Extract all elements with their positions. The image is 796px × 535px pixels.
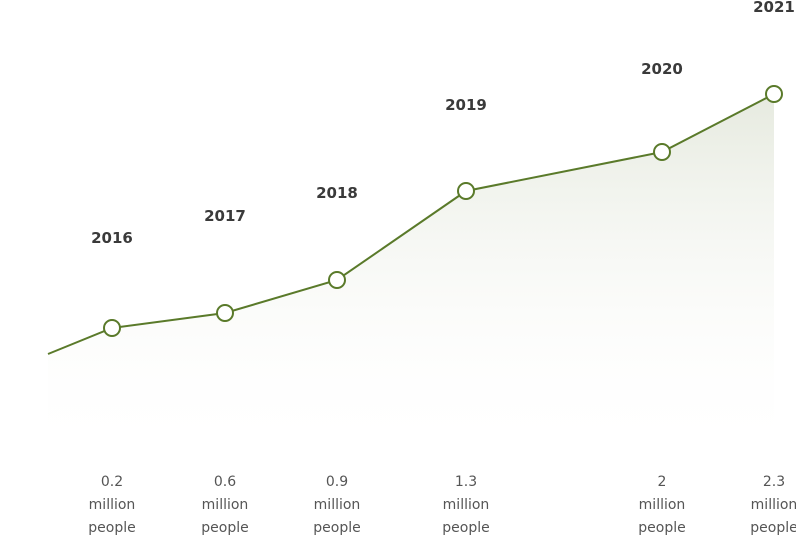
value-label-2018-line2: people <box>313 520 360 535</box>
value-label-2019-line1: million <box>443 497 490 513</box>
value-label-2019-line0: 1.3 <box>455 474 477 490</box>
value-label-2020-line0: 2 <box>658 474 667 490</box>
year-label-2018: 2018 <box>316 184 358 202</box>
year-label-2016: 2016 <box>91 229 133 247</box>
value-label-2017-line2: people <box>201 520 248 535</box>
year-label-2020: 2020 <box>641 60 683 78</box>
value-label-2016-line1: million <box>89 497 136 513</box>
value-label-2020-line1: million <box>639 497 686 513</box>
value-label-2016-line0: 0.2 <box>101 474 123 490</box>
value-label-2020-line2: people <box>638 520 685 535</box>
data-point-2021 <box>765 85 783 103</box>
data-point-2016 <box>103 319 121 337</box>
year-label-2017: 2017 <box>204 207 246 225</box>
value-label-2021-line1: million <box>751 497 796 513</box>
area-fill <box>48 94 774 460</box>
data-point-2017 <box>216 304 234 322</box>
year-label-2021: 2021 <box>753 0 795 16</box>
value-label-2021-line2: people <box>750 520 796 535</box>
value-label-2017-line0: 0.6 <box>214 474 236 490</box>
value-label-2018-line1: million <box>314 497 361 513</box>
value-label-2017-line1: million <box>202 497 249 513</box>
data-point-2020 <box>653 143 671 161</box>
year-label-2019: 2019 <box>445 96 487 114</box>
value-label-2019-line2: people <box>442 520 489 535</box>
value-label-2021-line0: 2.3 <box>763 474 785 490</box>
data-point-2018 <box>328 271 346 289</box>
data-point-2019 <box>457 182 475 200</box>
value-label-2018-line0: 0.9 <box>326 474 348 490</box>
value-label-2016-line2: people <box>88 520 135 535</box>
